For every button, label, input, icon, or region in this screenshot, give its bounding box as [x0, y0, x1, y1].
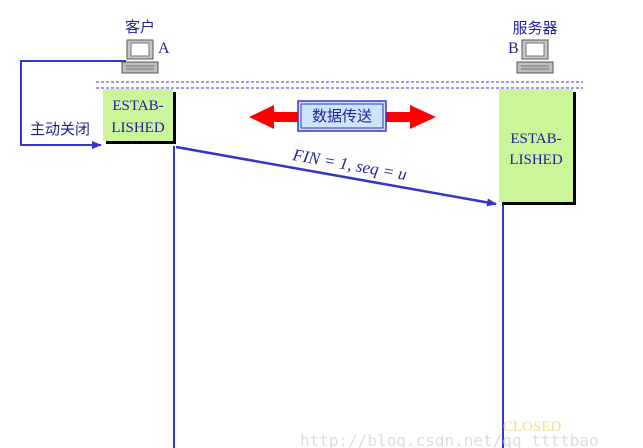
- client-letter: A: [158, 40, 170, 57]
- client-state-line2: LISHED: [111, 120, 164, 136]
- data-transfer-label: 数据传送: [312, 107, 372, 125]
- data-transfer-arrow: 数据传送: [249, 100, 436, 132]
- client-state-line1: ESTAB-: [112, 98, 163, 114]
- server-computer-icon: [516, 39, 554, 74]
- server-state-line1: ESTAB-: [510, 131, 561, 147]
- watermark: http://blog.csdn.net/qq_ttttbao: [300, 431, 599, 448]
- server-letter: B: [508, 40, 519, 57]
- server-state-line2: LISHED: [509, 152, 562, 168]
- client-state-box: ESTAB- LISHED: [103, 89, 176, 144]
- active-close-label-bg: [22, 118, 98, 138]
- client-computer-icon: [121, 39, 159, 74]
- client-title: 客户: [125, 18, 155, 36]
- active-close-arrow: [20, 60, 126, 149]
- fin-segment-arrow: [175, 145, 497, 207]
- server-title: 服务器: [512, 19, 557, 37]
- server-state-box: ESTAB- LISHED: [499, 89, 576, 205]
- active-close-label: 主动关闭: [30, 120, 90, 138]
- server-closed-label: CLOSED: [503, 419, 562, 435]
